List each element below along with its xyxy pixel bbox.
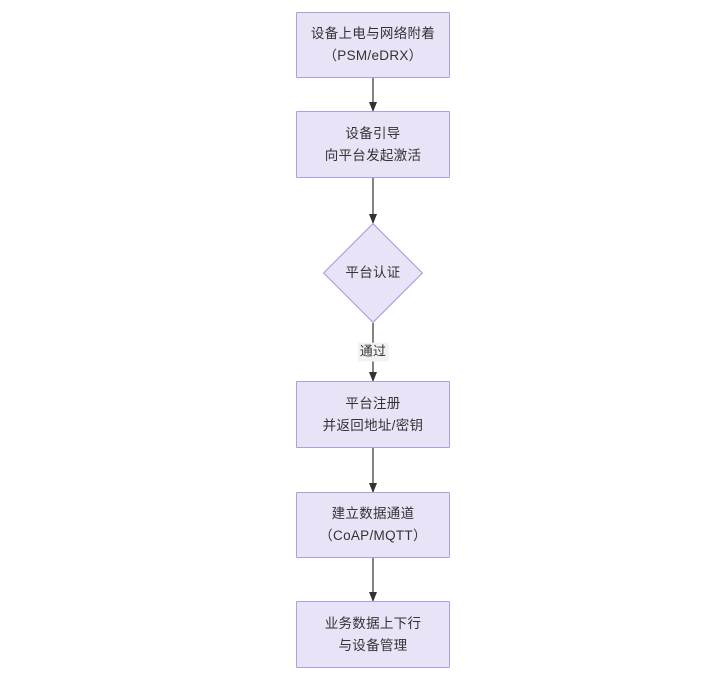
node-business-data-and-device-mgmt[interactable]: 业务数据上下行 与设备管理 xyxy=(296,601,450,668)
node-platform-register[interactable]: 平台注册 并返回地址/密钥 xyxy=(296,381,450,448)
edge-label-pass: 通过 xyxy=(357,342,389,362)
node-label: 平台认证 xyxy=(345,265,401,281)
node-label: 平台注册 并返回地址/密钥 xyxy=(322,395,424,433)
node-label: 业务数据上下行 与设备管理 xyxy=(324,615,422,653)
node-device-power-on[interactable]: 设备上电与网络附着 （PSM/eDRX） xyxy=(296,12,450,78)
node-platform-auth-decision[interactable]: 平台认证 xyxy=(323,223,423,323)
node-device-bootstrap[interactable]: 设备引导 向平台发起激活 xyxy=(296,111,450,178)
node-label: 设备引导 向平台发起激活 xyxy=(324,125,422,163)
node-label: 建立数据通道 （CoAP/MQTT） xyxy=(319,506,427,543)
diamond-shape xyxy=(323,223,423,323)
node-establish-data-channel[interactable]: 建立数据通道 （CoAP/MQTT） xyxy=(296,492,450,558)
node-label: 设备上电与网络附着 （PSM/eDRX） xyxy=(310,26,436,63)
